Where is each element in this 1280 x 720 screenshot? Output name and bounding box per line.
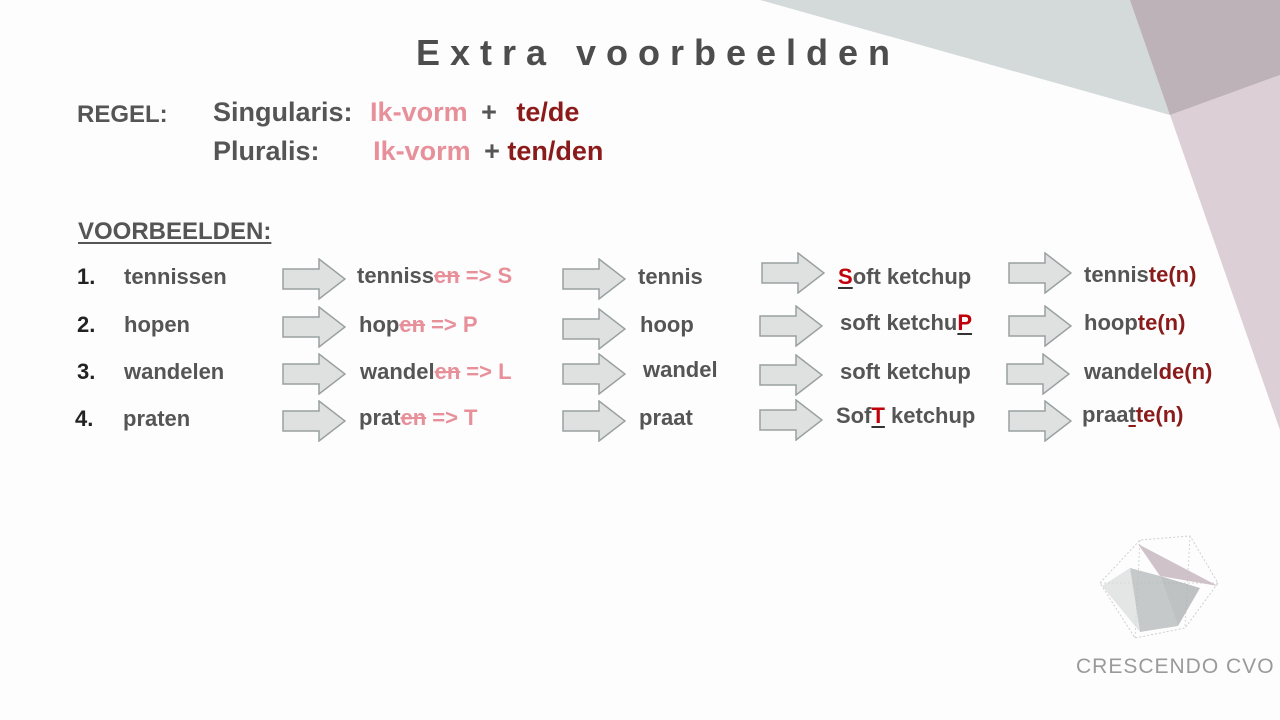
result-stem: praa [1082, 402, 1129, 427]
step-stem: prat [359, 405, 401, 430]
singular-plus: + [481, 97, 497, 127]
rule-label: REGEL: [77, 101, 168, 128]
plural-ending: ten/den [507, 136, 604, 166]
ik-vorm: wandel [643, 357, 718, 382]
right-arrow-icon [759, 305, 823, 347]
example-row: 4. praten praten=> T praat SofT ketchup … [0, 398, 1280, 444]
right-arrow-icon [282, 353, 346, 395]
step-strike: en [434, 263, 460, 288]
result-ending: de(n) [1158, 359, 1213, 384]
rule-singular: Singularis: Ik-vorm + te/de [213, 97, 579, 128]
right-arrow-icon [562, 308, 626, 350]
row-number: 1. [77, 264, 96, 289]
crescendo-logo-icon [1099, 535, 1219, 639]
ketchup-text-after: oft ketchup [852, 264, 972, 289]
ketchup-highlight-letter: S [838, 264, 853, 289]
soft-ketchup-check: SofT ketchup [836, 403, 975, 429]
soft-ketchup-check: soft ketchuP [840, 310, 972, 336]
result-form: tenniste(n) [1084, 262, 1196, 288]
right-arrow-icon [562, 258, 626, 300]
result-ending: te(n) [1148, 262, 1197, 287]
plural-label: Pluralis: [213, 136, 320, 166]
result-form: praatte(n) [1082, 402, 1183, 428]
logo-text: CRESCENDO CVO [1076, 655, 1275, 678]
result-ending: te(n) [1137, 310, 1186, 335]
soft-ketchup-check: Soft ketchup [838, 264, 971, 290]
step-remove-en: tennissen=> S [357, 263, 512, 289]
right-arrow-icon [282, 306, 346, 348]
step-arrow-text: => L [466, 359, 512, 384]
verb: hopen [124, 312, 190, 337]
verb: wandelen [124, 359, 225, 384]
result-form: wandelde(n) [1084, 359, 1212, 385]
step-arrow-text: => S [465, 263, 513, 288]
right-arrow-icon [562, 353, 626, 395]
right-arrow-icon [761, 252, 825, 294]
right-arrow-icon [282, 258, 346, 300]
examples-heading: VOORBEELDEN: [78, 218, 272, 245]
plural-plus: + [484, 136, 500, 166]
right-arrow-icon [759, 354, 823, 396]
ketchup-highlight-letter: P [957, 310, 973, 335]
ik-vorm: praat [639, 405, 693, 430]
singular-ending: te/de [516, 97, 580, 127]
step-remove-en: wandelen=> L [360, 359, 512, 385]
row-number: 2. [77, 312, 96, 337]
right-arrow-icon [282, 400, 346, 442]
rule-plural: Pluralis: Ik-vorm + ten/den [213, 136, 603, 167]
example-row: 2. hopen hopen=> P hoop soft ketchuP hoo… [0, 304, 1280, 350]
step-strike: en [400, 405, 427, 430]
right-arrow-icon [1008, 252, 1072, 294]
ketchup-highlight-letter: T [871, 403, 885, 428]
row-number: 3. [77, 359, 96, 384]
verb: tennissen [124, 264, 227, 289]
page-title: Extra voorbeelden [415, 32, 901, 73]
verb: praten [123, 406, 191, 431]
step-stem: wandel [360, 359, 435, 384]
soft-ketchup-check: soft ketchup [840, 359, 971, 385]
result-stem: tennis [1084, 262, 1149, 287]
example-row: 1. tennissen tennissen=> S tennis Soft k… [0, 252, 1280, 304]
singular-label: Singularis: [213, 97, 353, 127]
result-form: hoopte(n) [1084, 310, 1185, 336]
ketchup-text-before: soft ketchup [840, 359, 971, 384]
right-arrow-icon [1008, 305, 1072, 347]
ik-vorm: hoop [640, 312, 694, 337]
step-stem: tenniss [357, 263, 435, 288]
right-arrow-icon [759, 399, 823, 441]
right-arrow-icon [1008, 400, 1072, 442]
right-arrow-icon [562, 400, 626, 442]
right-arrow-icon [1006, 353, 1070, 395]
step-remove-en: hopen=> P [359, 312, 478, 338]
ketchup-text-before: Sof [836, 403, 872, 428]
plural-stem: Ik-vorm [373, 136, 471, 166]
singular-stem: Ik-vorm [370, 97, 468, 127]
result-underline: t [1128, 402, 1136, 427]
step-remove-en: praten=> T [359, 405, 478, 431]
example-row: 3. wandelen wandelen=> L wandel soft ket… [0, 352, 1280, 398]
pink-triangle-shape [1170, 75, 1280, 430]
step-strike: en [399, 312, 426, 337]
step-arrow-text: => T [432, 405, 478, 430]
ketchup-text-before: soft ketchu [840, 310, 958, 335]
result-stem: hoop [1084, 310, 1138, 335]
step-arrow-text: => P [431, 312, 478, 337]
ik-vorm: tennis [638, 264, 703, 289]
ketchup-text-after: ketchup [884, 403, 976, 428]
step-strike: en [434, 359, 461, 384]
step-stem: hop [359, 312, 400, 337]
row-number: 4. [75, 406, 94, 431]
result-ending: te(n) [1135, 402, 1184, 427]
result-stem: wandel [1084, 359, 1159, 384]
mauve-triangle-shape [1130, 0, 1280, 115]
